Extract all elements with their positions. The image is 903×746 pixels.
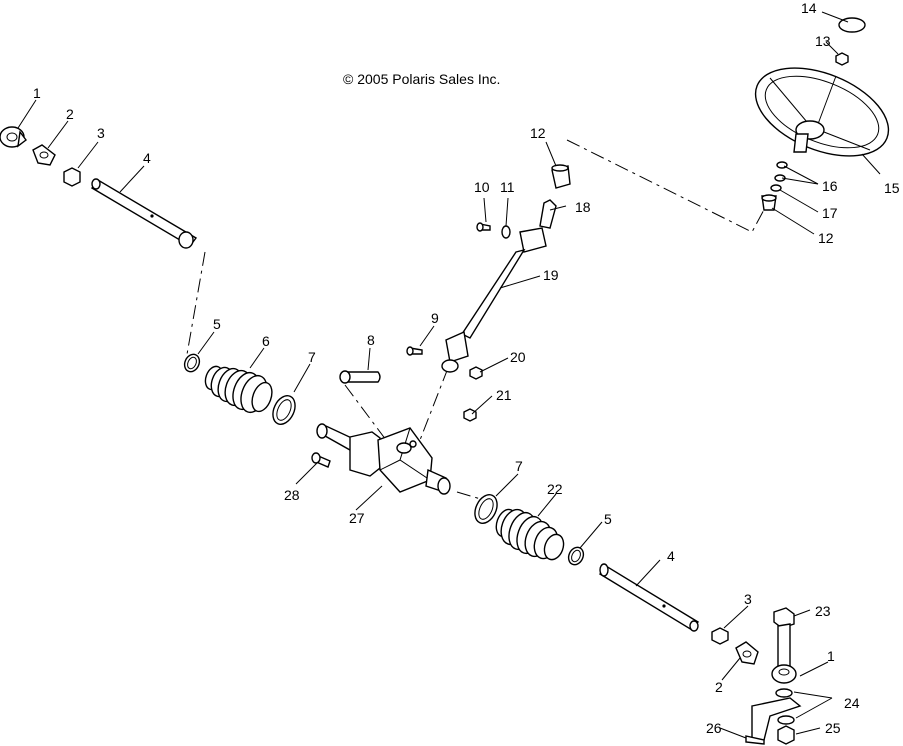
copyright-text: © 2005 Polaris Sales Inc. — [343, 71, 500, 87]
label-13: 13 — [815, 33, 831, 49]
bellows-boot-right — [495, 508, 565, 561]
label-26: 26 — [706, 720, 722, 736]
label-4-upper: 4 — [143, 150, 151, 166]
label-5-lower: 5 — [604, 511, 612, 527]
label-11: 11 — [500, 179, 515, 195]
boot-clamp-upper — [183, 353, 201, 373]
label-22: 22 — [547, 481, 563, 497]
bushing-12-lower — [761, 194, 777, 211]
nut-lower — [711, 627, 729, 645]
jam-nut-upper — [32, 144, 56, 166]
label-27: 27 — [349, 510, 365, 526]
label-18: 18 — [575, 199, 591, 215]
nut-21 — [463, 408, 477, 422]
tie-rod-end-lower — [771, 664, 797, 684]
label-15: 15 — [884, 180, 900, 196]
label-4-lower: 4 — [667, 548, 675, 564]
label-7-upper: 7 — [308, 349, 316, 365]
nut-13 — [835, 52, 849, 66]
label-14: 14 — [801, 0, 817, 16]
steering-wheel — [754, 67, 890, 157]
steering-shaft — [441, 199, 557, 373]
inner-tie-rod-lower — [598, 563, 700, 632]
nut-upper — [63, 167, 81, 187]
long-bolt — [339, 370, 381, 384]
label-1-lower: 1 — [827, 648, 835, 664]
label-20: 20 — [510, 349, 526, 365]
small-bolt-26 — [745, 735, 765, 745]
label-8: 8 — [367, 332, 375, 348]
label-7-lower: 7 — [515, 458, 523, 474]
boot-clamp-lower — [567, 546, 585, 566]
nut-25 — [777, 725, 795, 745]
jam-nut-lower — [735, 641, 759, 665]
label-12-lower: 12 — [818, 230, 834, 246]
bellows-boot-left — [204, 365, 273, 414]
label-6: 6 — [262, 333, 270, 349]
boot-band-right — [474, 494, 498, 524]
label-23: 23 — [815, 603, 831, 619]
bolt-9 — [406, 346, 423, 356]
boot-band-left — [272, 395, 296, 425]
mount-bolt — [311, 452, 331, 468]
label-25: 25 — [825, 720, 841, 736]
leader-lines — [17, 11, 881, 739]
inner-tie-rod-upper — [90, 178, 198, 249]
label-21: 21 — [496, 387, 512, 403]
label-5-upper: 5 — [213, 316, 221, 332]
tie-rod-end-upper — [0, 126, 27, 148]
label-12-upper: 12 — [530, 125, 546, 141]
label-2-lower: 2 — [715, 679, 723, 695]
label-3-lower: 3 — [744, 591, 752, 607]
label-1-upper: 1 — [33, 85, 41, 101]
washer-11 — [501, 225, 511, 239]
label-28: 28 — [284, 487, 300, 503]
label-9: 9 — [431, 310, 439, 326]
nut-20 — [469, 366, 483, 380]
washers — [775, 688, 795, 725]
steering-rack-housing — [316, 423, 451, 495]
label-17: 17 — [822, 205, 838, 221]
bolt-23 — [773, 607, 795, 673]
label-16: 16 — [822, 178, 838, 194]
label-2-upper: 2 — [66, 106, 74, 122]
bolt-10 — [476, 222, 491, 232]
part-labels: 1 2 3 4 5 6 7 8 9 10 11 12 12 13 14 15 1… — [33, 0, 900, 736]
label-19: 19 — [543, 267, 559, 283]
label-3-upper: 3 — [97, 125, 105, 141]
label-24: 24 — [844, 695, 860, 711]
label-10: 10 — [474, 179, 490, 195]
bushing-12-upper — [551, 164, 571, 189]
spacer-17 — [770, 184, 782, 192]
